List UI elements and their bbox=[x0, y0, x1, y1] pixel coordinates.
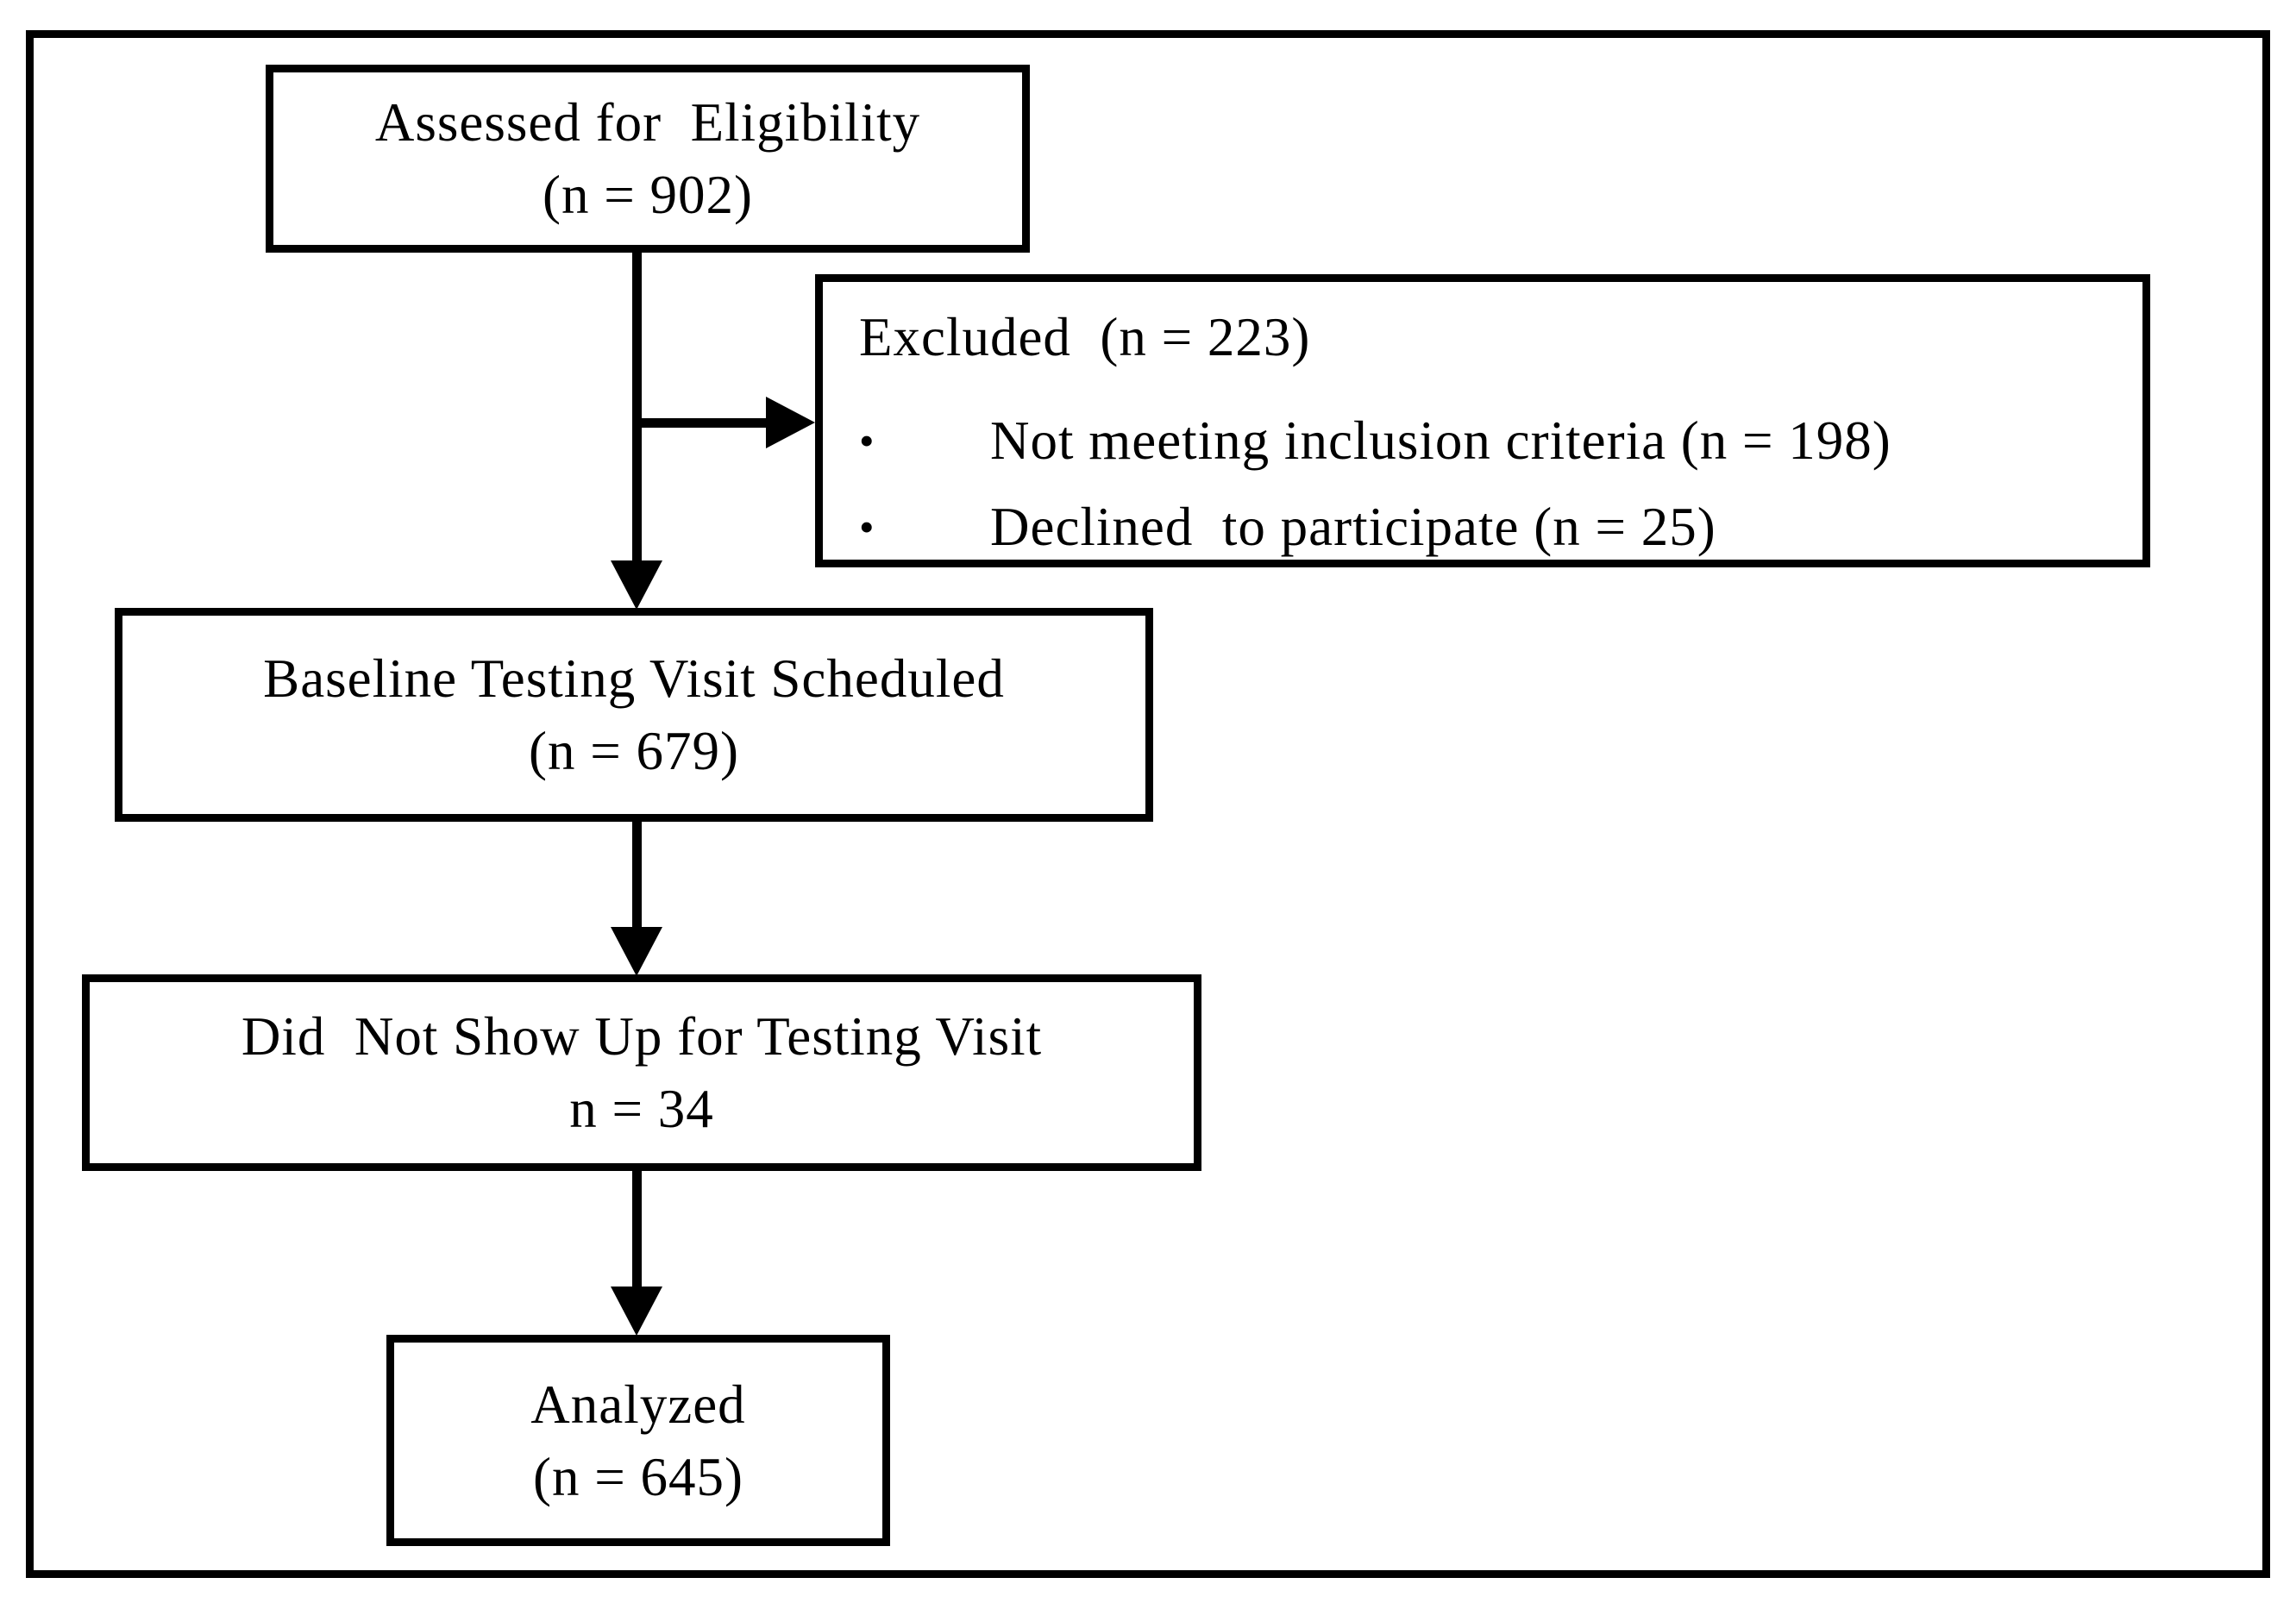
arrow-assessed-to-baseline-shaft bbox=[632, 250, 642, 562]
bullet-icon: • bbox=[859, 503, 875, 551]
analyzed-label: Analyzed bbox=[530, 1374, 746, 1435]
baseline-label: Baseline Testing Visit Scheduled bbox=[263, 648, 1005, 709]
box-analyzed: Analyzed (n = 645) bbox=[386, 1335, 890, 1546]
bullet-icon: • bbox=[859, 416, 875, 465]
box-did-not-show-up: Did Not Show Up for Testing Visit n = 34 bbox=[82, 974, 1201, 1171]
arrow-branch-to-excluded-shaft bbox=[637, 418, 770, 428]
arrow-down-icon bbox=[611, 560, 662, 610]
excluded-reason-declined: Declined to participate (n = 25) bbox=[990, 497, 1716, 557]
excluded-title: Excluded (n = 223) bbox=[859, 307, 1311, 367]
arrow-noshow-to-analyzed-shaft bbox=[632, 1168, 642, 1289]
arrow-down-icon bbox=[611, 1287, 662, 1336]
box-baseline-testing-visit: Baseline Testing Visit Scheduled (n = 67… bbox=[115, 608, 1153, 822]
excluded-reason-inclusion: Not meeting inclusion criteria (n = 198) bbox=[990, 410, 1891, 471]
baseline-count: (n = 679) bbox=[529, 721, 739, 781]
arrow-right-icon bbox=[766, 397, 815, 448]
box-excluded: Excluded (n = 223) • Not meeting inclusi… bbox=[815, 274, 2150, 567]
arrow-baseline-to-noshow-shaft bbox=[632, 819, 642, 930]
diagram-outer-frame bbox=[26, 30, 2270, 1578]
assessed-count: (n = 902) bbox=[543, 165, 753, 225]
assessed-label: Assessed for Eligibility bbox=[374, 92, 921, 153]
analyzed-count: (n = 645) bbox=[533, 1446, 743, 1507]
noshow-label: Did Not Show Up for Testing Visit bbox=[241, 1006, 1043, 1067]
excluded-bullet-row: • Not meeting inclusion criteria (n = 19… bbox=[859, 406, 2117, 475]
arrow-down-icon bbox=[611, 927, 662, 976]
noshow-count: n = 34 bbox=[569, 1079, 714, 1139]
excluded-bullet-row: • Declined to participate (n = 25) bbox=[859, 492, 2117, 561]
box-assessed-for-eligibility: Assessed for Eligibility (n = 902) bbox=[266, 65, 1030, 253]
